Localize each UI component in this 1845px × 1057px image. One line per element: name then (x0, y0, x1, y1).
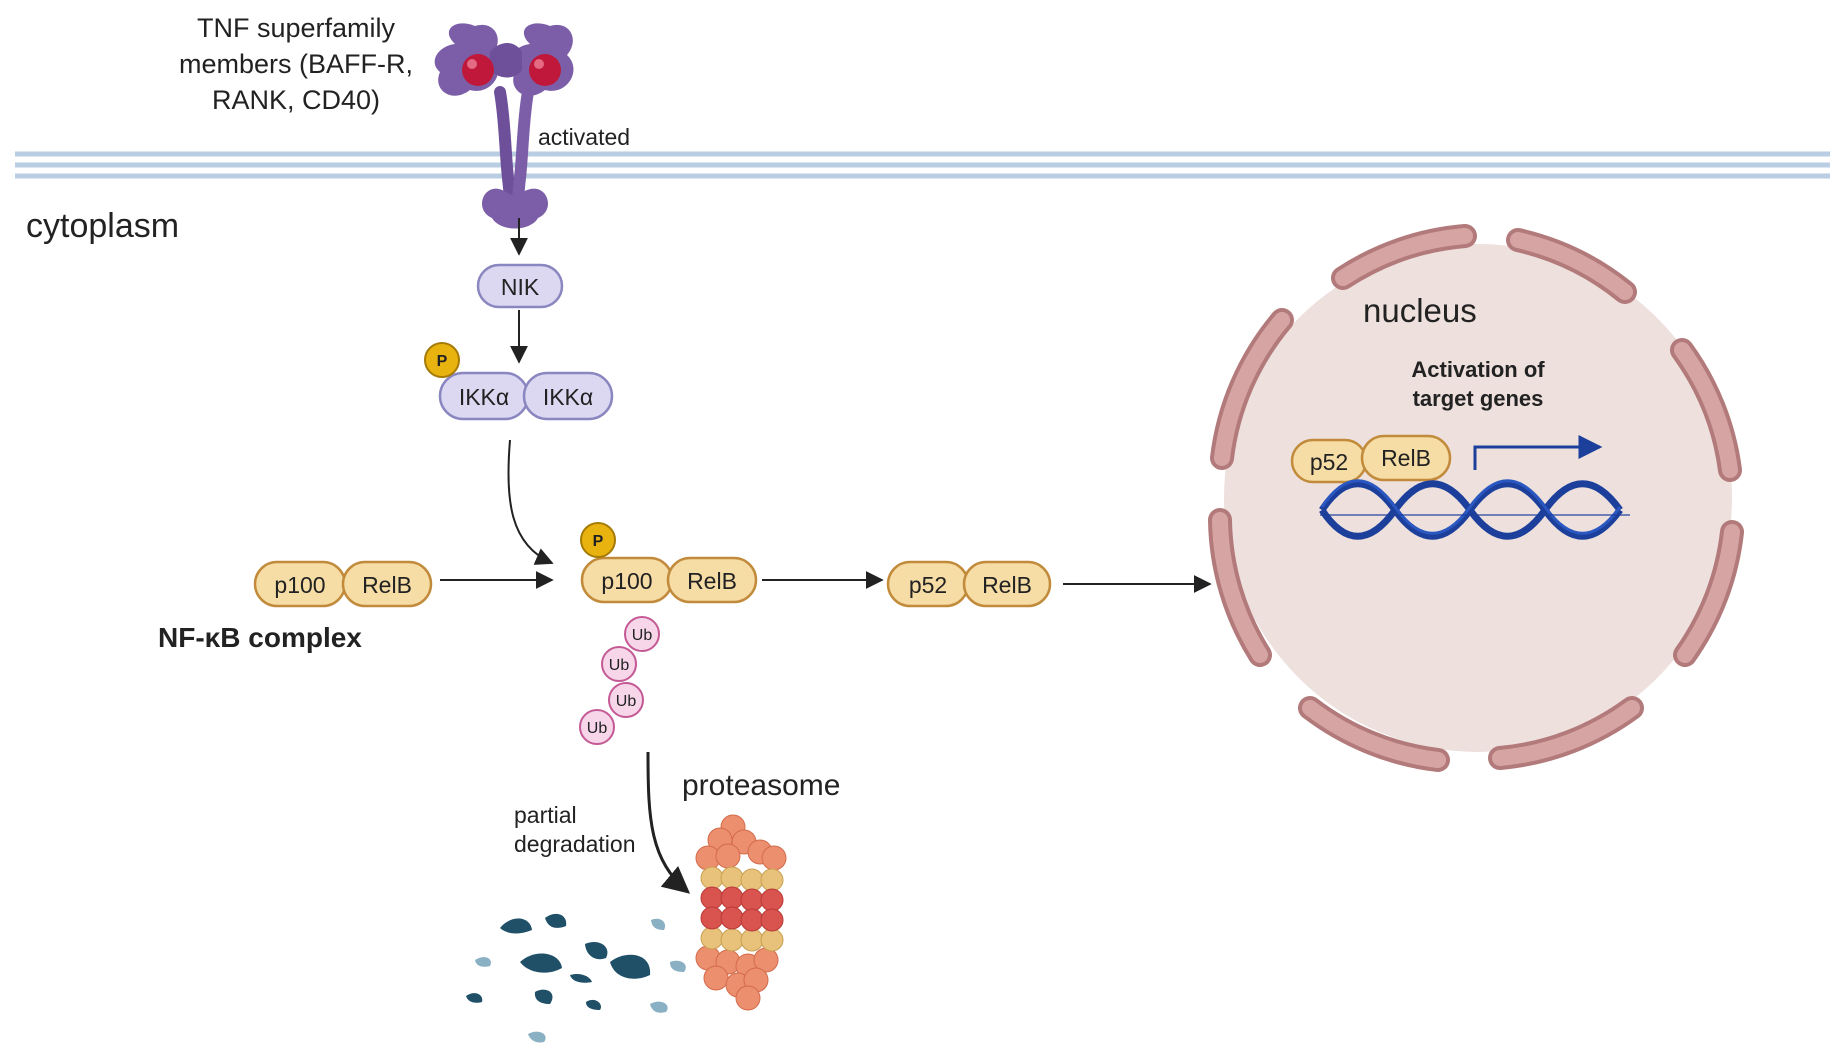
svg-text:target genes: target genes (1413, 386, 1544, 411)
ligand-icon (462, 54, 494, 86)
p52-relb-nucleus: p52 RelB (1290, 434, 1452, 484)
svg-text:P: P (593, 533, 604, 550)
svg-text:Ub: Ub (616, 693, 637, 710)
cytoplasm-label: cytoplasm (26, 207, 179, 245)
relb-label: RelB (982, 572, 1032, 598)
phospho-p100-relb: p100 RelB (580, 556, 758, 604)
svg-text:Activation of: Activation of (1411, 357, 1545, 382)
svg-text:P: P (437, 353, 448, 370)
nfkb-complex-p100-relb: p100 RelB (253, 560, 433, 608)
partial-degradation-label: partial degradation (514, 802, 636, 857)
ikk-alpha-dimer: IKKα IKKα (438, 371, 614, 421)
nfkb-complex-label: NF-κB complex (158, 622, 362, 653)
activated-label: activated (538, 124, 630, 150)
p100-label: p100 (601, 568, 652, 594)
nik-label: NIK (501, 274, 540, 300)
dna-helix-icon (1319, 479, 1630, 540)
svg-text:degradation: degradation (514, 831, 636, 857)
svg-text:partial: partial (514, 802, 577, 828)
p100-label: p100 (274, 572, 325, 598)
svg-text:RANK, CD40): RANK, CD40) (212, 85, 380, 115)
phospho-icon-ikk: P (424, 342, 460, 378)
relb-label: RelB (362, 572, 412, 598)
degradation-fragments-icon (466, 913, 686, 1043)
phospho-icon-p100: P (580, 522, 616, 558)
nik-protein: NIK (476, 263, 564, 309)
relb-label: RelB (687, 568, 737, 594)
ikk-alpha-b (522, 371, 614, 421)
svg-text:members (BAFF-R,: members (BAFF-R, (179, 49, 413, 79)
svg-text:IKKα: IKKα (543, 384, 593, 410)
tnf-receptor-icon (434, 23, 574, 229)
receptor-label: TNF superfamily members (BAFF-R, RANK, C… (179, 13, 413, 115)
svg-text:Ub: Ub (632, 627, 653, 644)
nucleus-label: nucleus (1363, 292, 1477, 329)
ubiquitin-icon (579, 709, 615, 745)
p52-relb-cytoplasm: p52 RelB (886, 560, 1052, 608)
ubiquitin-icon (601, 646, 637, 682)
cell-membrane (15, 151, 1830, 179)
p52-label: p52 (909, 572, 947, 598)
svg-text:Ub: Ub (587, 720, 608, 737)
svg-text:Ub: Ub (609, 657, 630, 674)
ubiquitin-icon (608, 682, 644, 718)
ubiquitin-chain: Ub Ub Ub Ub (579, 616, 660, 745)
arrow-ikk-to-p100 (507, 439, 554, 565)
activation-of-target-genes-label: Activation of target genes (1411, 357, 1545, 411)
proteasome-icon (695, 814, 787, 1011)
relb-label: RelB (1381, 445, 1431, 471)
ubiquitin-icon (624, 616, 660, 652)
p52-label: p52 (1310, 449, 1348, 475)
ligand-icon (529, 54, 561, 86)
proteasome-label: proteasome (682, 769, 840, 802)
svg-text:IKKα: IKKα (459, 384, 509, 410)
arrow-to-proteasome (646, 751, 691, 894)
svg-text:TNF superfamily: TNF superfamily (197, 13, 396, 43)
transcription-arrow-icon (1473, 435, 1603, 470)
